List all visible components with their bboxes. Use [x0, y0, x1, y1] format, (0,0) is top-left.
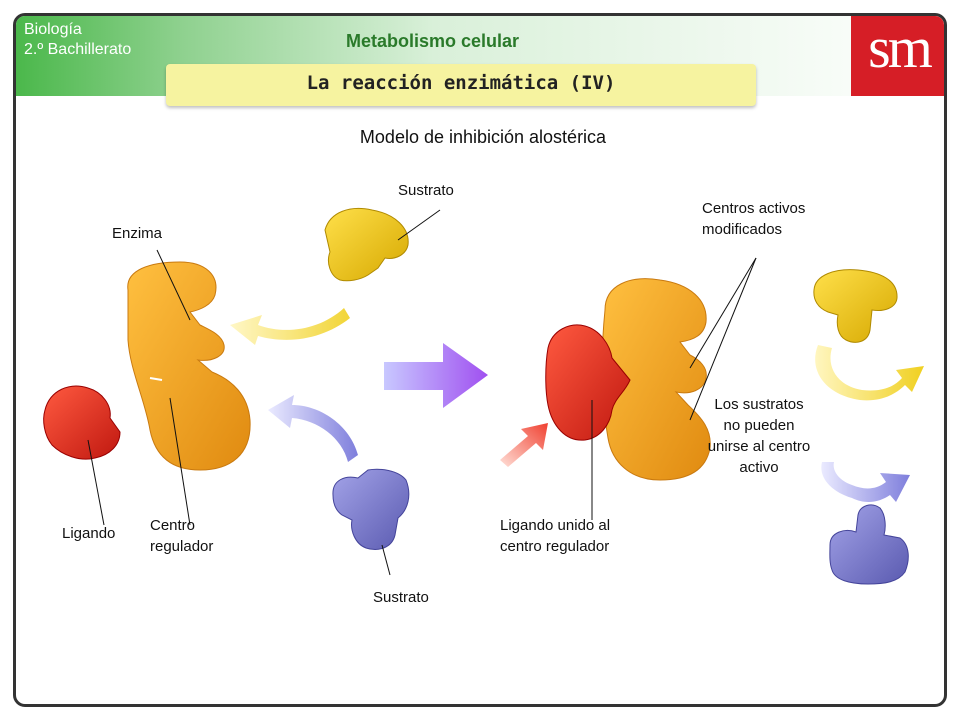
label-ligando-unido-line2: centro regulador	[500, 538, 610, 555]
label-sustrato-top: Sustrato	[398, 182, 454, 199]
label-centros-activos-line1: Centros activos	[702, 200, 806, 217]
substrate-yellow-top	[324, 207, 409, 282]
label-no-pueden-line1: Los sustratos	[714, 396, 804, 413]
label-centro-regulador: Centro regulador	[150, 515, 213, 557]
slide-frame: Biología 2.º Bachillerato Metabolismo ce…	[13, 13, 947, 707]
label-centro-regulador-line2: regulador	[150, 538, 214, 555]
arrow-purple-blocked	[821, 462, 910, 502]
substrate-purple-bottom	[332, 468, 410, 550]
substrate-purple-right	[829, 504, 909, 585]
slide-title: La reacción enzimática (IV)	[306, 72, 616, 94]
arrow-yellow-blocked	[815, 345, 924, 401]
arrow-yellow-to-enzyme	[230, 308, 350, 345]
diagram-subtitle: Modelo de inhibición alostérica	[359, 127, 607, 147]
leader-centros-activos-1	[689, 257, 757, 369]
subject-label: Biología 2.º Bachillerato	[24, 20, 131, 60]
leader-sustrato-top	[397, 209, 441, 241]
enzyme-shape-left	[127, 261, 251, 471]
label-sustrato-bottom: Sustrato	[373, 589, 429, 606]
leader-centros-activos-2	[689, 257, 757, 421]
unit-title: Metabolismo celular	[346, 31, 520, 51]
logo-text: sm	[868, 15, 933, 80]
ligand-red-bound	[545, 324, 631, 441]
label-centro-regulador-line1: Centro	[150, 517, 196, 534]
leader-ligando	[87, 439, 105, 526]
leader-enzima	[156, 249, 191, 321]
label-ligando-unido: Ligando unido al centro regulador	[500, 515, 610, 557]
diagram-illustration	[43, 207, 924, 585]
label-no-pueden-line4: activo	[739, 459, 779, 476]
label-no-pueden-line3: unirse al centro	[707, 438, 811, 455]
label-ligando: Ligando	[62, 525, 116, 542]
ligand-red-left	[43, 385, 121, 460]
leader-sustrato-bottom	[381, 544, 391, 576]
subject-line-2: 2.º Bachillerato	[24, 41, 132, 58]
label-ligando-unido-line1: Ligando unido al	[500, 517, 611, 534]
enzyme-shape-right	[601, 278, 711, 481]
label-enzima: Enzima	[112, 225, 163, 242]
leader-centro-regulador	[169, 397, 191, 526]
label-no-pueden-line2: no pueden	[723, 417, 795, 434]
arrow-red-ligand	[500, 423, 548, 467]
substrate-yellow-right	[813, 269, 898, 343]
label-centros-activos: Centros activos modificados	[702, 198, 805, 240]
label-centros-activos-line2: modificados	[702, 221, 783, 238]
arrow-purple-to-enzyme	[268, 395, 358, 462]
slide-title-bar: La reacción enzimática (IV)	[166, 64, 756, 106]
label-no-pueden: Los sustratos no pueden unirse al centro…	[684, 394, 834, 478]
transition-arrow	[384, 343, 488, 408]
subject-line-1: Biología	[24, 21, 82, 38]
publisher-logo: sm	[851, 15, 944, 96]
